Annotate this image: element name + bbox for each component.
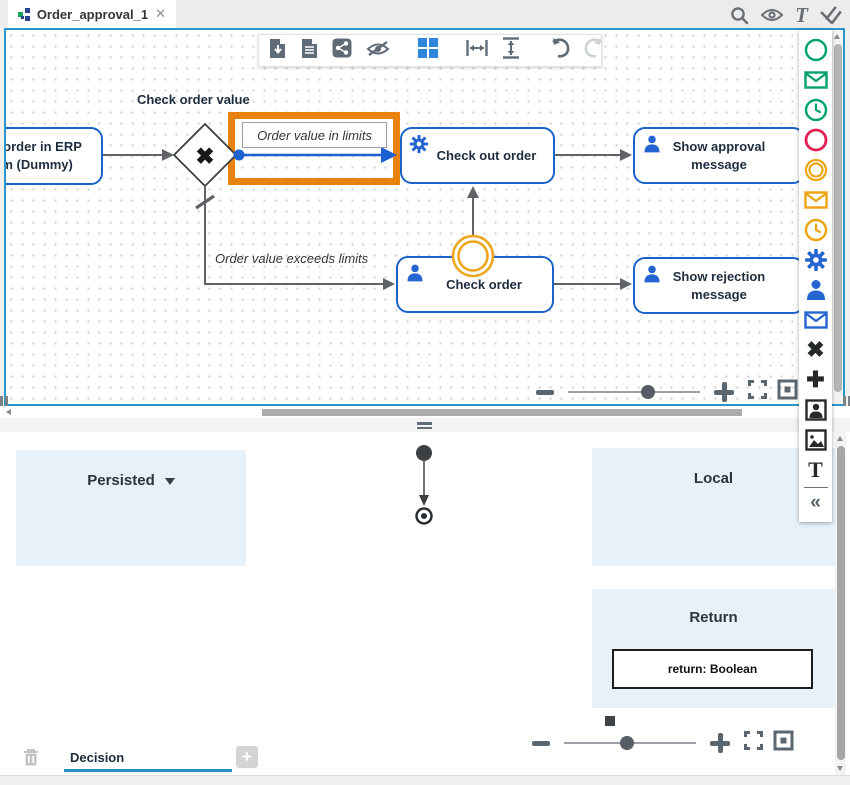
zoom-out-button[interactable]: [532, 740, 550, 746]
exclusive-gateway-icon[interactable]: ✖: [806, 337, 825, 362]
redo-icon[interactable]: [584, 37, 606, 63]
palette-divider: [803, 487, 828, 488]
delete-tab-icon[interactable]: [22, 747, 40, 772]
parallel-gateway-icon[interactable]: ✚: [806, 367, 825, 392]
add-tab-button[interactable]: +: [236, 746, 258, 768]
user-icon: [405, 263, 425, 288]
fit-to-screen-icon[interactable]: [773, 730, 794, 756]
scroll-left-arrow[interactable]: [6, 409, 11, 415]
zoom-slider[interactable]: [568, 385, 700, 399]
splitter-drag-handle[interactable]: [417, 422, 432, 429]
active-tab-underline: [64, 769, 232, 772]
download-file-icon[interactable]: [269, 38, 287, 64]
text-format-icon[interactable]: T: [795, 3, 808, 27]
send-task-icon[interactable]: [801, 305, 831, 335]
canvas-zoom-control: [536, 379, 798, 404]
intermediate-event-icon[interactable]: [801, 155, 831, 185]
variable-input-port[interactable]: [605, 716, 615, 726]
flow-label-exceeds-limits: Order value exceeds limits: [215, 251, 369, 266]
mapping-connector: [415, 445, 433, 525]
collapse-palette-icon[interactable]: «: [810, 492, 821, 513]
zoom-out-button[interactable]: [536, 389, 554, 395]
return-label: Return: [689, 609, 738, 626]
text-annotation-icon[interactable]: T: [808, 457, 823, 482]
task-create-order[interactable]: Create order in ERP system (Dummy): [4, 127, 103, 185]
fullscreen-icon[interactable]: [744, 731, 763, 755]
validate-checks-icon[interactable]: [820, 6, 842, 24]
process-canvas[interactable]: Create order in ERP system (Dummy) Check…: [4, 28, 845, 406]
process-icon: [18, 7, 30, 21]
return-variable-label: return: Boolean: [667, 662, 758, 676]
chevron-down-icon: [164, 478, 175, 485]
topbar-actions: T: [730, 2, 846, 28]
panel-zoom-control: [532, 730, 794, 756]
diagram-connectors: ✖: [103, 122, 632, 290]
tab-bar: Order_approval_1 ✕ T: [0, 0, 850, 28]
task-label: Show approval message: [672, 138, 766, 172]
local-label: Local: [693, 470, 734, 487]
variables-panel: Persisted Local Return return: Boolean: [0, 432, 850, 775]
space-vertically-icon[interactable]: [502, 37, 520, 64]
status-strip: [0, 775, 850, 785]
task-label: Create order in ERP system (Dummy): [4, 139, 82, 172]
user-icon: [642, 134, 662, 159]
zoom-slider[interactable]: [564, 736, 696, 750]
document-icon[interactable]: [301, 38, 318, 64]
flow-label-in-limits[interactable]: Order value in limits: [242, 122, 387, 148]
canvas-vertical-scrollbar[interactable]: [832, 30, 843, 404]
canvas-horizontal-scrollbar[interactable]: [0, 406, 850, 418]
zoom-in-button[interactable]: [714, 382, 734, 402]
space-horizontally-icon[interactable]: [466, 39, 488, 62]
user-task-icon[interactable]: [801, 275, 831, 305]
tab-decision[interactable]: Decision: [70, 750, 125, 765]
timer-intermediate-event-icon[interactable]: [801, 215, 831, 245]
undo-icon[interactable]: [548, 37, 570, 63]
return-variable-node[interactable]: return: Boolean: [605, 649, 813, 726]
shape-palette: ✖ ✚ T «: [799, 30, 832, 522]
start-event-icon[interactable]: [801, 35, 831, 65]
message-intermediate-event-icon[interactable]: [801, 185, 831, 215]
participant-icon[interactable]: [801, 395, 831, 425]
preview-eye-icon[interactable]: [761, 7, 784, 23]
fit-to-screen-icon[interactable]: [777, 379, 798, 404]
timer-start-event-icon[interactable]: [801, 95, 831, 125]
task-check-order[interactable]: Check order: [396, 256, 554, 313]
fullscreen-icon[interactable]: [748, 380, 767, 404]
panel-vertical-scrollbar[interactable]: [835, 432, 846, 775]
share-icon[interactable]: [332, 38, 352, 63]
local-section[interactable]: Local: [592, 448, 835, 566]
return-section[interactable]: Return return: Boolean: [592, 589, 835, 726]
task-label: Show rejection message: [672, 268, 766, 302]
panel-splitter[interactable]: [0, 418, 850, 432]
zoom-in-button[interactable]: [710, 733, 730, 753]
image-annotation-icon[interactable]: [801, 425, 831, 455]
zoom-slider-thumb[interactable]: [641, 385, 655, 399]
message-start-event-icon[interactable]: [801, 65, 831, 95]
task-show-rejection[interactable]: Show rejection message: [633, 257, 805, 314]
tab-close-icon[interactable]: ✕: [155, 6, 166, 21]
task-label: Check out order: [436, 147, 537, 163]
horizontal-scroll-thumb[interactable]: [262, 409, 742, 416]
end-event-icon[interactable]: [801, 125, 831, 155]
service-task-icon[interactable]: [801, 245, 831, 275]
canvas-toolbar: [258, 34, 602, 67]
task-label: Check order: [446, 276, 522, 292]
zoom-slider-thumb[interactable]: [620, 736, 634, 750]
persisted-label: Persisted: [87, 472, 155, 489]
gateway-name-label: Check order value: [137, 92, 250, 107]
service-gear-icon: [409, 134, 429, 159]
exclusive-gateway-glyph: ✖: [195, 143, 214, 169]
tab-order-approval[interactable]: Order_approval_1 ✕: [8, 0, 176, 28]
hide-overlays-icon[interactable]: [366, 39, 390, 63]
persisted-section: Persisted: [16, 450, 246, 566]
persisted-dropdown[interactable]: Persisted: [16, 450, 246, 489]
task-show-approval[interactable]: Show approval message: [633, 127, 805, 184]
user-icon: [642, 264, 662, 289]
grid-layout-icon[interactable]: [418, 38, 438, 63]
tab-title: Order_approval_1: [36, 6, 149, 22]
search-icon[interactable]: [730, 6, 749, 25]
task-check-out-order[interactable]: Check out order: [400, 127, 555, 184]
